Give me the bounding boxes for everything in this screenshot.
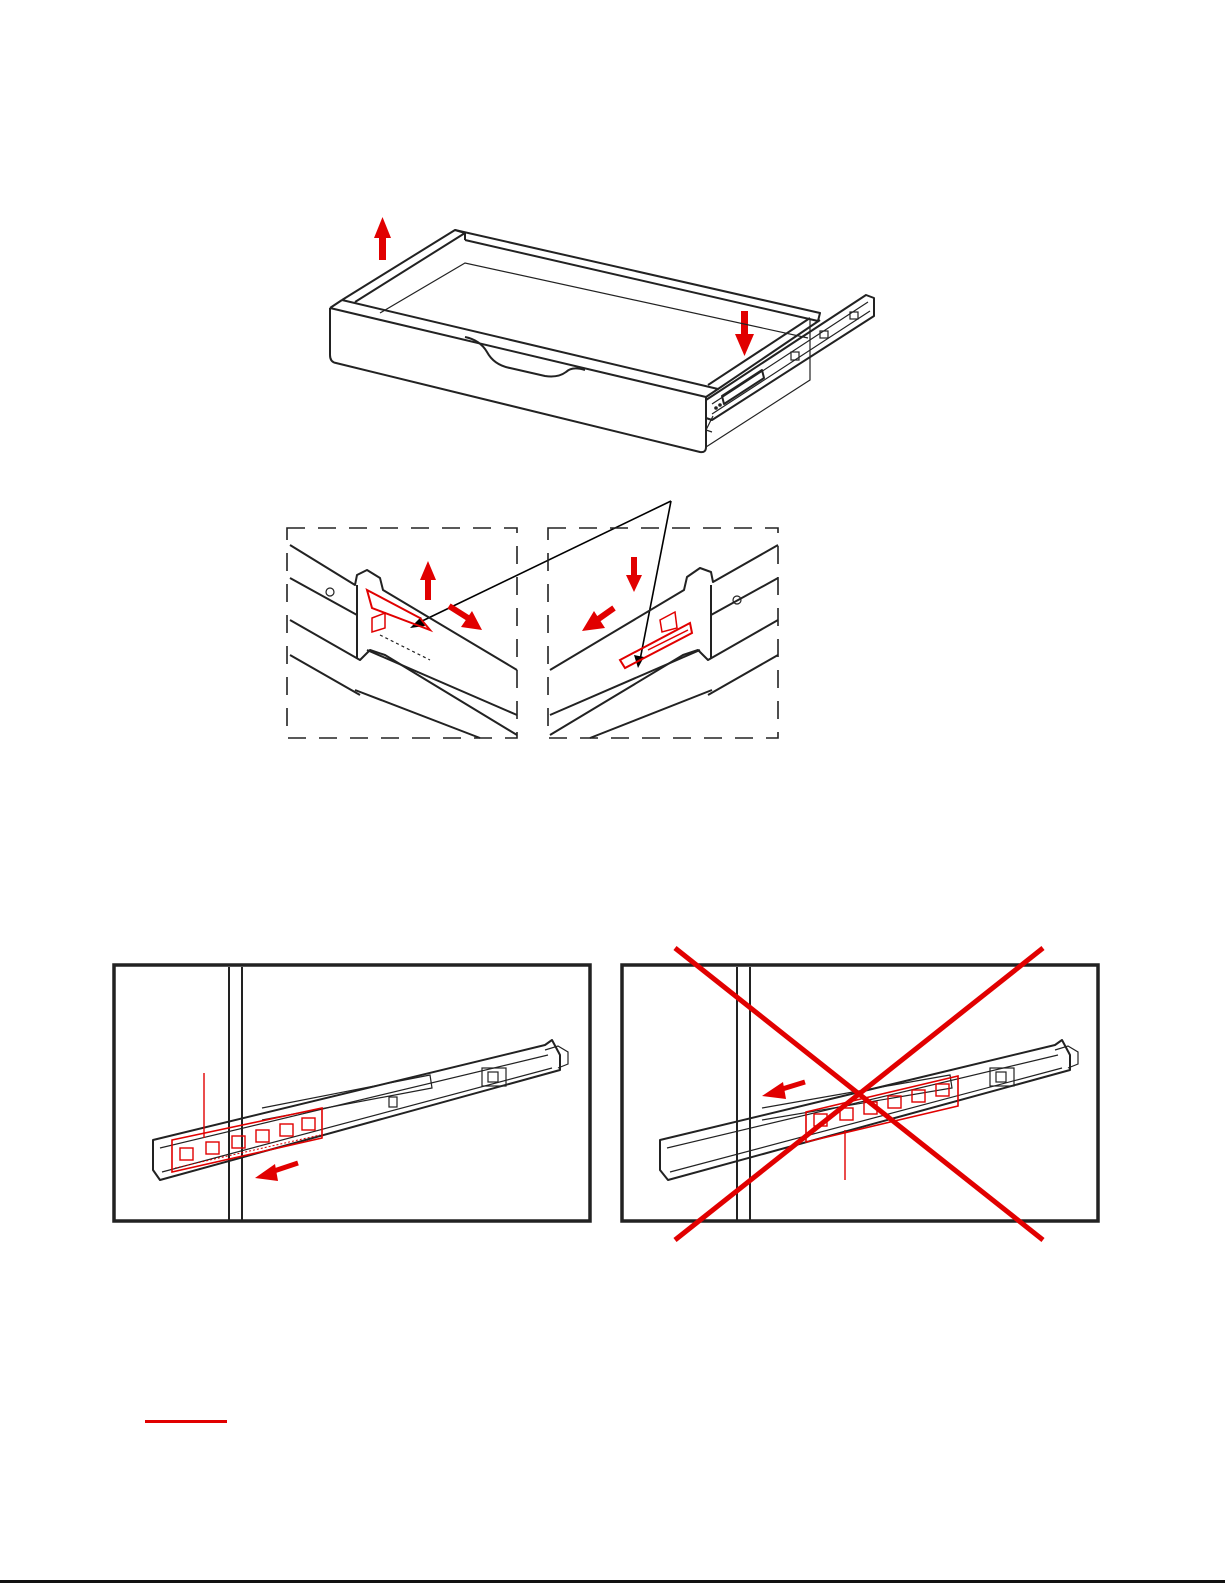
latch-panel-right [548,528,778,738]
arrow-up-icon [420,561,436,600]
arrow-left-icon [762,1082,805,1099]
arrow-left-icon [255,1163,298,1181]
latch-panel-left [287,528,517,738]
incorrect-x-icon [675,948,1043,1240]
arrow-down-left-icon [582,608,614,631]
arrow-down-icon [626,557,642,592]
page-bottom-rule [0,1580,1225,1583]
arrow-down-right-icon [449,606,482,630]
drawer-figure [0,0,1225,470]
slide-position-figure [0,940,1225,1270]
latch-detail-figure [0,480,1225,760]
slide-incorrect-panel [622,948,1098,1240]
arrow-down-icon [735,311,754,356]
slide-correct-panel [114,965,590,1221]
red-underline [145,1420,227,1423]
arrow-up-icon [374,217,391,260]
